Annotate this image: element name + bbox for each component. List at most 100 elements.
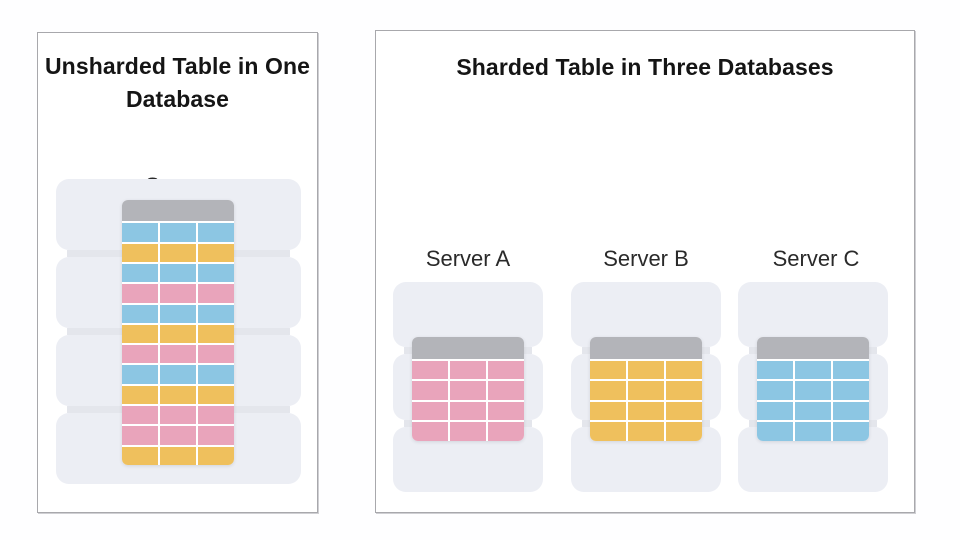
table-cell xyxy=(795,401,833,421)
table-row xyxy=(412,420,524,441)
table-cell xyxy=(122,385,160,405)
table-cell xyxy=(412,381,450,400)
rack-unit xyxy=(571,282,721,348)
table-cell xyxy=(833,381,869,400)
table-cell xyxy=(122,446,160,465)
table-cell xyxy=(757,360,795,380)
table-cell xyxy=(122,304,160,323)
table-shard-a xyxy=(412,337,524,441)
table-cell xyxy=(198,345,234,364)
table-cell xyxy=(757,381,795,400)
table-cell xyxy=(160,223,198,242)
table-cell xyxy=(198,324,234,344)
table-row xyxy=(122,302,234,323)
table-cell xyxy=(122,426,160,445)
table-row xyxy=(122,343,234,364)
table-row xyxy=(122,424,234,445)
table-cell xyxy=(122,345,160,364)
table-header-row xyxy=(757,337,869,359)
table-row xyxy=(412,379,524,400)
table-cell xyxy=(122,284,160,303)
table-cell xyxy=(198,304,234,323)
table-cell xyxy=(795,422,833,441)
table-cell xyxy=(590,401,628,421)
table-cell xyxy=(122,243,160,262)
table-cell xyxy=(666,381,702,400)
table-row xyxy=(590,399,702,421)
table-row xyxy=(757,379,869,400)
table-cell xyxy=(488,401,524,421)
panel-sharded-title: Sharded Table in Three Databases xyxy=(456,54,834,80)
table-cell xyxy=(666,401,702,421)
table-cell xyxy=(450,401,488,421)
table-row xyxy=(590,379,702,400)
table-row xyxy=(122,261,234,283)
table-cell xyxy=(833,360,869,380)
table-cell xyxy=(160,263,198,283)
table-unsharded xyxy=(122,200,234,465)
table-cell xyxy=(628,381,666,400)
table-cell xyxy=(833,422,869,441)
table-row xyxy=(122,444,234,465)
table-row xyxy=(122,282,234,303)
server-label-server-c: Server C xyxy=(772,246,860,271)
table-cell xyxy=(628,422,666,441)
table-cell xyxy=(198,406,234,425)
table-cell xyxy=(198,446,234,465)
table-row xyxy=(590,420,702,441)
table-cell xyxy=(160,365,198,384)
server-label-server-a: Server A xyxy=(425,246,511,271)
table-cell xyxy=(160,243,198,262)
table-row xyxy=(122,221,234,242)
panel-sharded: Sharded Table in Three Databases Server … xyxy=(375,30,915,513)
table-cell xyxy=(795,360,833,380)
table-row xyxy=(757,420,869,441)
table-header-row xyxy=(122,200,234,222)
table-row xyxy=(412,399,524,421)
table-cell xyxy=(412,422,450,441)
table-row xyxy=(757,399,869,421)
table-cell xyxy=(757,401,795,421)
table-row xyxy=(122,322,234,344)
table-cell xyxy=(488,422,524,441)
table-cell xyxy=(160,345,198,364)
table-cell xyxy=(666,422,702,441)
table-row xyxy=(412,358,524,380)
table-cell xyxy=(198,263,234,283)
table-cell xyxy=(590,422,628,441)
table-cell xyxy=(198,243,234,262)
table-cell xyxy=(198,284,234,303)
table-cell xyxy=(122,324,160,344)
table-cell xyxy=(757,422,795,441)
table-cell xyxy=(198,223,234,242)
table-cell xyxy=(412,401,450,421)
table-cell xyxy=(412,360,450,380)
table-cell xyxy=(795,381,833,400)
table-row xyxy=(122,241,234,262)
table-cell xyxy=(198,385,234,405)
table-cell xyxy=(160,426,198,445)
table-cell xyxy=(198,365,234,384)
table-header-row xyxy=(412,337,524,359)
table-cell xyxy=(160,406,198,425)
table-shard-b xyxy=(590,337,702,441)
table-cell xyxy=(160,385,198,405)
table-row xyxy=(757,358,869,380)
table-cell xyxy=(628,401,666,421)
table-cell xyxy=(450,381,488,400)
table-cell xyxy=(160,324,198,344)
table-row xyxy=(122,383,234,405)
table-row xyxy=(590,358,702,380)
rack-unit xyxy=(738,282,888,348)
table-shard-c xyxy=(757,337,869,441)
table-cell xyxy=(666,360,702,380)
table-cell xyxy=(590,360,628,380)
table-header-row xyxy=(590,337,702,359)
table-cell xyxy=(488,381,524,400)
table-cell xyxy=(160,304,198,323)
table-row xyxy=(122,363,234,384)
table-cell xyxy=(122,263,160,283)
table-cell xyxy=(122,365,160,384)
table-cell xyxy=(122,223,160,242)
